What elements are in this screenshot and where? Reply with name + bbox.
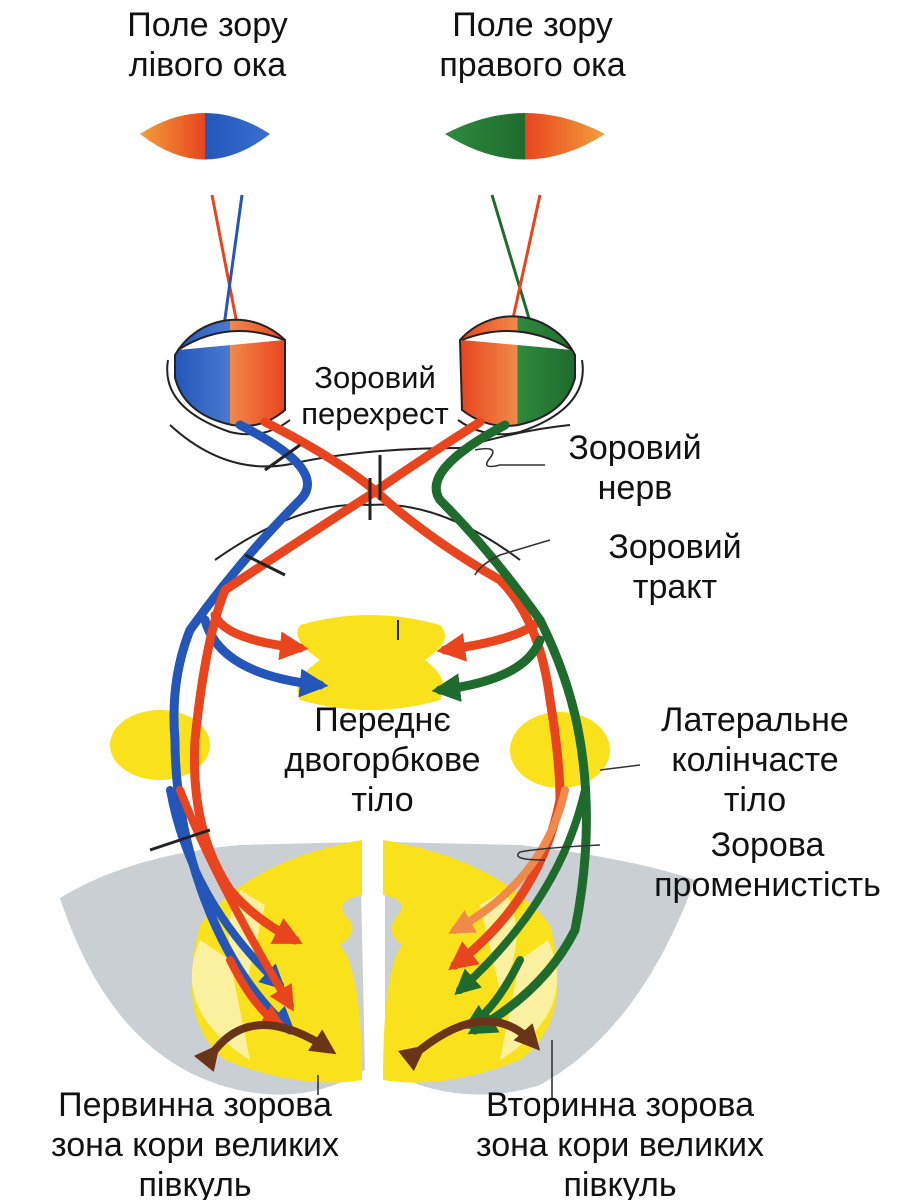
lgn-label: Латеральне колінчасте тіло bbox=[635, 700, 875, 820]
optic-nerve-label: Зоровий нерв bbox=[545, 428, 725, 508]
right-eye bbox=[458, 316, 583, 434]
right-field-label: Поле зору правого ока bbox=[395, 5, 670, 85]
optic-tract-label: Зоровий тракт bbox=[580, 527, 770, 607]
left-field-label: Поле зору лівого ока bbox=[75, 5, 340, 85]
chiasm-label: Зоровий перехрест bbox=[275, 360, 475, 432]
secondary-cortex-label: Вторинна зорова зона кори великих півкул… bbox=[430, 1085, 810, 1200]
optic-radiation-label: Зорова променистість bbox=[635, 825, 900, 905]
right-visual-field bbox=[445, 113, 605, 160]
left-visual-field bbox=[140, 113, 270, 160]
primary-cortex-label: Первинна зорова зона кори великих півкул… bbox=[5, 1085, 385, 1200]
superior-colliculus bbox=[298, 615, 446, 710]
left-eye bbox=[167, 320, 290, 435]
superior-colliculus-label: Переднє двогорбкове тіло bbox=[265, 700, 500, 820]
